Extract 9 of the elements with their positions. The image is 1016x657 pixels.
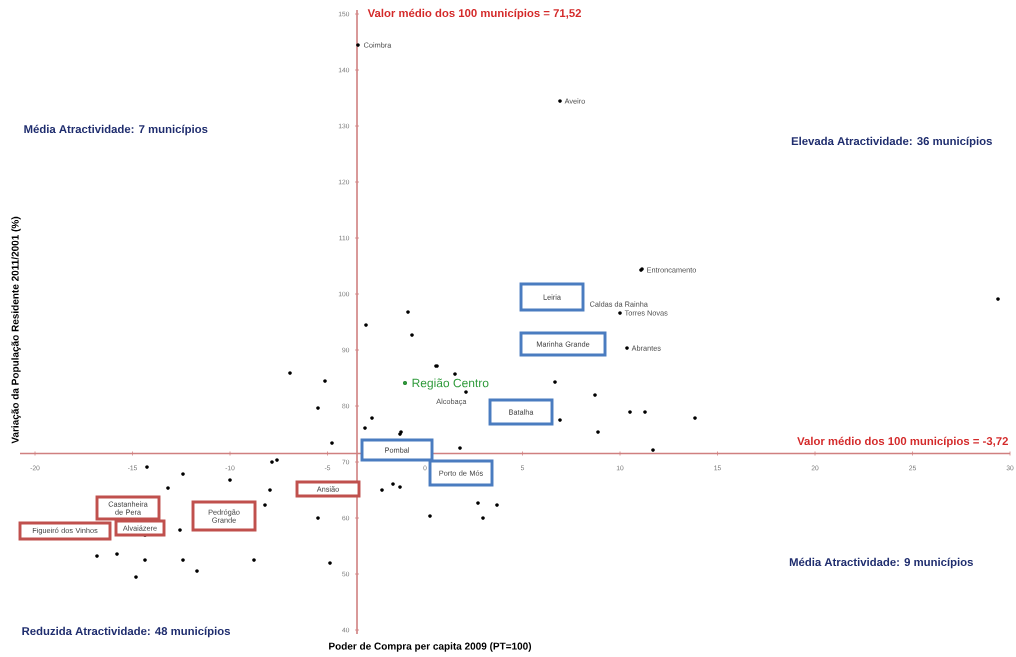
quadrant-label: Elevada Atractividade: 36 municípios <box>791 136 992 148</box>
mean-value-label: Valor médio dos 100 municípios = -3,72 <box>797 436 1008 448</box>
axis-title: Variação da População Residente 2011/2001 (%) <box>11 216 21 444</box>
quadrant-label: Média Atractividade: 7 municípios <box>24 124 208 136</box>
quadrant-label: Reduzida Atractividade: 48 municípios <box>22 626 230 638</box>
axis-title: Poder de Compra per capita 2009 (PT=100) <box>329 642 532 652</box>
point-label: Região Centro <box>412 378 489 390</box>
mean-value-label: Valor médio dos 100 municípios = 71,52 <box>367 8 581 20</box>
quadrant-label: Média Atractividade: 9 municípios <box>789 557 973 569</box>
